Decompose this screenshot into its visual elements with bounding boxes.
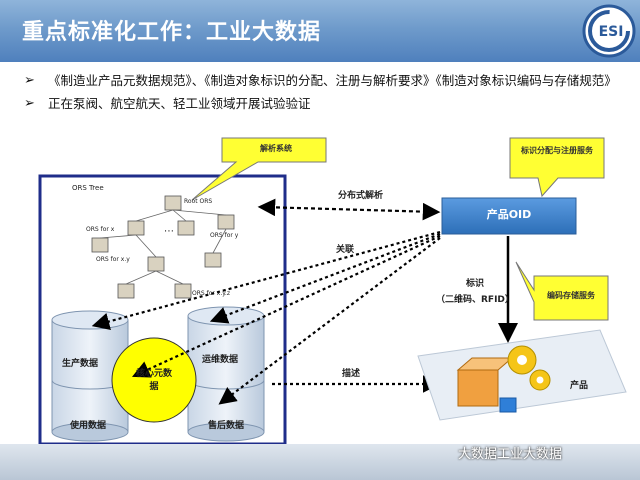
association-arrows	[91, 230, 441, 405]
label-product: 产品	[570, 381, 589, 391]
server-icon	[204, 252, 222, 268]
server-icon	[217, 214, 235, 230]
bullet-marker: ➢	[24, 96, 35, 111]
product-oid-label: 产品OID	[486, 208, 532, 221]
ors-ellipsis: ⋯	[164, 226, 174, 237]
esi-logo-icon: ESI	[582, 4, 636, 58]
core-metadata-label: 核心元数据	[135, 369, 172, 392]
label-description: 描述	[342, 369, 361, 379]
server-icon	[117, 283, 135, 299]
ors-root-label: Root ORS	[184, 198, 213, 205]
bullet-text: 《制造业产品元数据规范》、《制造对象标识的分配、注册与解析要求》《制造对象标识编…	[48, 73, 617, 88]
callout-resolution-system	[191, 137, 327, 201]
data-usage-label: 使用数据	[70, 421, 107, 431]
label-identification: 标识	[466, 279, 485, 289]
core-metadata-circle	[111, 337, 197, 423]
server-icon	[177, 220, 195, 236]
label-association: 关联	[336, 245, 355, 255]
ors-y-label: ORS for y	[210, 232, 239, 239]
product-box-icon	[457, 369, 499, 407]
server-icon	[164, 195, 182, 211]
callout-label-resolution-system: 解析系统	[260, 144, 292, 153]
bullet-text: 正在泵阀、航空航天、轻工业领域开展试验验证	[48, 96, 311, 111]
ors-xyz-label: ORS for x.y.z	[192, 290, 230, 297]
ors-tree-title: ORS Tree	[72, 184, 104, 192]
server-icon	[91, 237, 109, 253]
logo-text: ESI	[599, 24, 624, 40]
bullet-list: ➢ 《制造业产品元数据规范》、《制造对象标识的分配、注册与解析要求》《制造对象标…	[24, 70, 624, 116]
slide-title: 重点标准化工作：工业大数据	[22, 20, 322, 45]
bullet-item: ➢ 正在泵阀、航空航天、轻工业领域开展试验验证	[24, 93, 624, 114]
server-icon	[174, 283, 192, 299]
server-icon	[127, 220, 145, 236]
arrow-distributed-resolution	[257, 198, 441, 221]
slide-footer	[0, 444, 640, 480]
data-cylinder-left	[51, 310, 129, 442]
bullet-item: ➢ 《制造业产品元数据规范》、《制造对象标识的分配、注册与解析要求》《制造对象标…	[24, 70, 624, 91]
server-icon	[147, 256, 165, 272]
callout-id-allocation	[509, 137, 605, 198]
cube-icon	[499, 397, 517, 413]
data-production-label: 生产数据	[62, 359, 99, 369]
label-distributed-resolution: 分布式解析	[338, 191, 384, 201]
ors-xy-label: ORS for x.y	[96, 256, 130, 263]
callout-code-storage	[515, 261, 609, 321]
ors-tree	[91, 195, 235, 299]
slide-header: 重点标准化工作：工业大数据 ESI	[0, 0, 640, 62]
data-operation-label: 运维数据	[202, 355, 239, 365]
bullet-marker: ➢	[24, 73, 35, 88]
ors-x-label: ORS for x	[86, 226, 115, 233]
watermark-text: 大数据工业大数据	[458, 447, 563, 462]
product-oid-box	[441, 197, 577, 235]
callout-label-code-storage: 编码存储服务	[547, 291, 595, 300]
product-graphic	[417, 329, 627, 421]
data-after-sales-label: 售后数据	[208, 421, 245, 431]
label-id-media: （二维码、RFID）	[436, 295, 514, 305]
callout-label-id-allocation: 标识分配与注册服务	[521, 146, 593, 155]
data-cylinder-right	[187, 306, 265, 442]
